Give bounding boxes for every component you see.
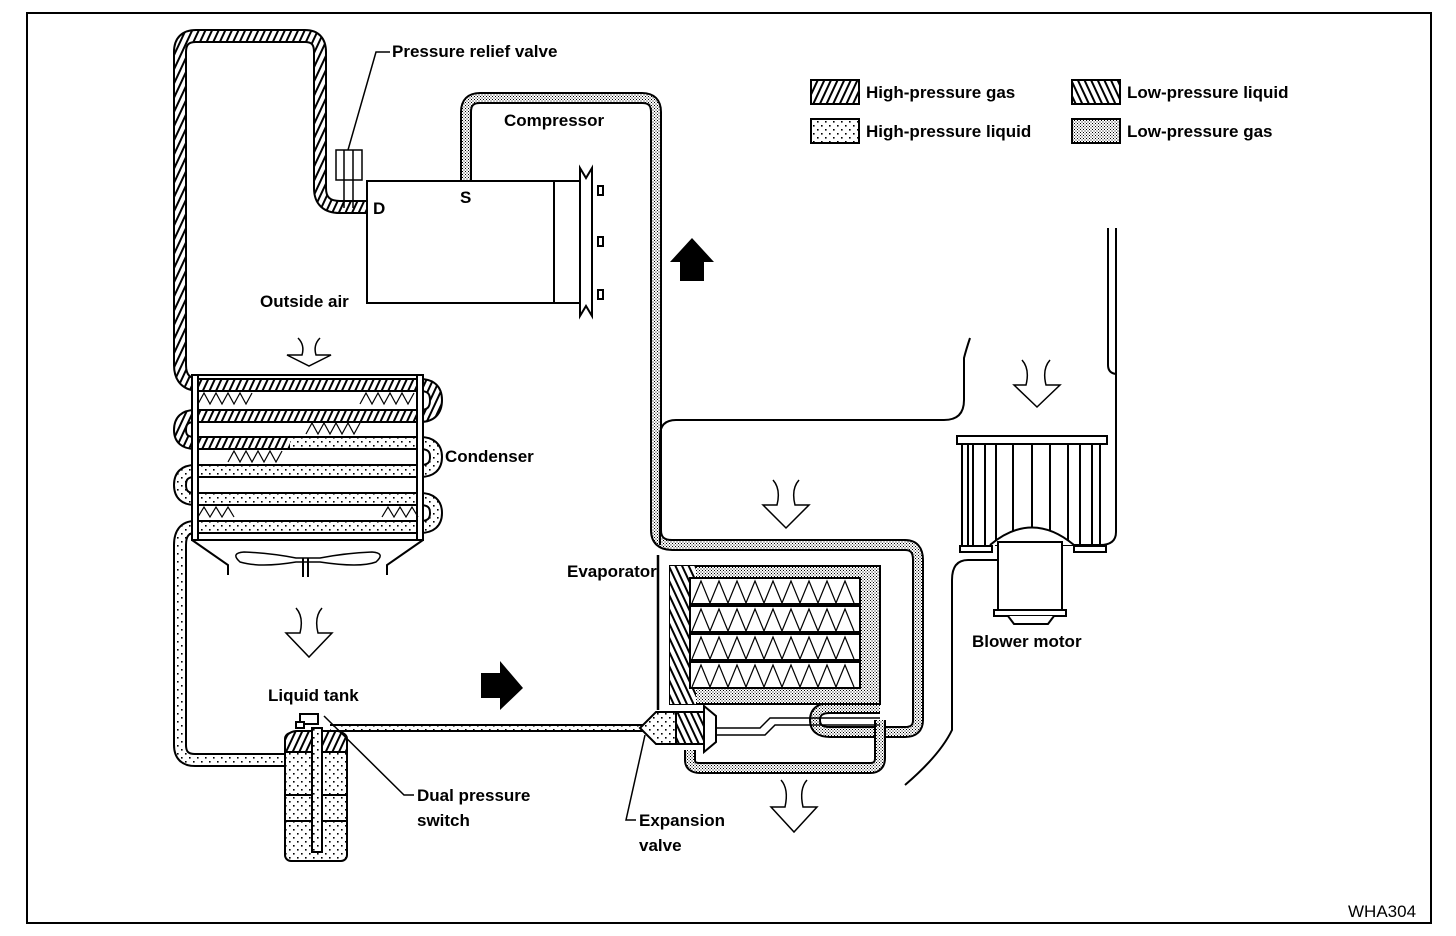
legend: [810, 79, 1121, 144]
label-discharge-port: D: [373, 199, 386, 218]
blower-housing: [659, 228, 1117, 786]
label-dual-pressure-switch-2: switch: [417, 811, 470, 830]
pipe-low-pressure-gas: [460, 92, 924, 774]
label-suction-port: S: [460, 188, 472, 207]
label-condenser: Condenser: [445, 447, 534, 466]
liquid-tank: [284, 713, 414, 862]
compressor: [366, 164, 604, 320]
air-arrow-outside: [286, 337, 332, 367]
label-outside-air: Outside air: [260, 292, 349, 311]
air-arrow-condenser-out: [284, 607, 334, 659]
legend-label-low-pressure-liquid: Low-pressure liquid: [1127, 83, 1289, 102]
legend-label-high-pressure-liquid: High-pressure liquid: [866, 122, 1032, 141]
pipe-high-pressure-liquid: [173, 436, 648, 767]
legend-label-high-pressure-gas: High-pressure gas: [866, 83, 1016, 102]
label-pressure-relief-valve: Pressure relief valve: [392, 42, 558, 61]
airflow-arrows: [284, 337, 1062, 834]
air-arrow-blower-in: [1012, 359, 1062, 409]
label-expansion-valve-1: Expansion: [639, 811, 725, 830]
label-blower-motor: Blower motor: [972, 632, 1082, 651]
legend-swatch-low-pressure-liquid: [1071, 79, 1121, 105]
label-expansion-valve-2: valve: [639, 836, 682, 855]
legend-swatch-low-pressure-gas: [1071, 118, 1121, 144]
label-dual-pressure-switch-1: Dual pressure: [417, 786, 531, 805]
air-arrow-evaporator-in: [761, 479, 811, 530]
flow-arrow-right: [481, 661, 523, 710]
air-arrow-evaporator-out: [769, 779, 819, 834]
label-liquid-tank: Liquid tank: [268, 686, 359, 705]
legend-label-low-pressure-gas: Low-pressure gas: [1127, 122, 1273, 141]
condenser: [191, 374, 424, 577]
evaporator: [656, 555, 881, 710]
legend-swatch-high-pressure-liquid: [810, 118, 860, 144]
pipe-high-pressure-gas: [173, 29, 443, 450]
figure-code: WHA304: [1348, 902, 1417, 921]
pressure-relief-valve: [335, 51, 390, 208]
expansion-valve: [625, 703, 880, 821]
blower-motor: [956, 435, 1108, 625]
legend-swatch-high-pressure-gas: [810, 79, 860, 105]
flow-arrows: [481, 238, 714, 710]
label-evaporator: Evaporator: [567, 562, 657, 581]
label-compressor: Compressor: [504, 111, 605, 130]
figure-frame: [26, 12, 1432, 924]
flow-arrow-up: [670, 238, 714, 281]
